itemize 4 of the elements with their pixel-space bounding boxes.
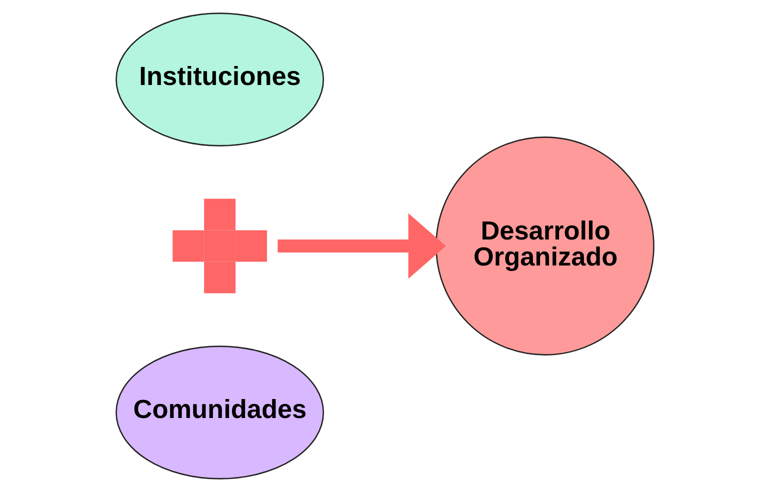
node-ellipse: Instituciones: [116, 12, 324, 146]
node-ellipse: Comunidades: [116, 346, 324, 480]
node-circle: Desarrollo Organizado: [435, 136, 654, 356]
arrow: [278, 213, 446, 279]
